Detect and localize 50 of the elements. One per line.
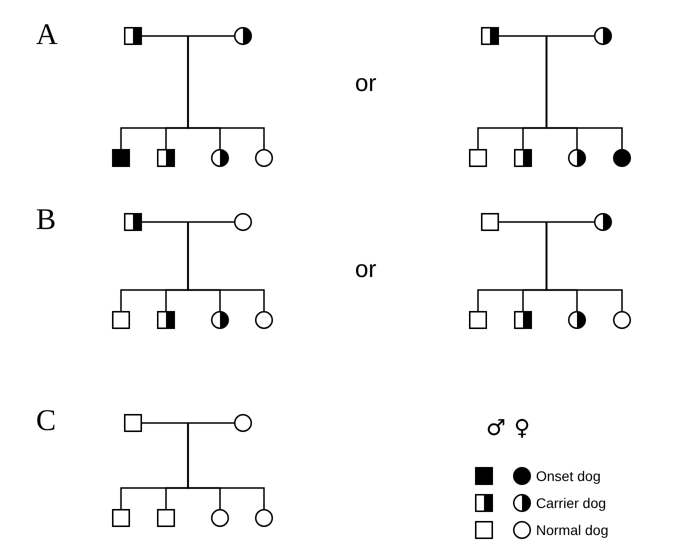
pedigree-line [142, 221, 234, 223]
male-symbol [112, 311, 130, 329]
female-symbol [255, 509, 273, 527]
pedigree-line [187, 423, 265, 509]
male-symbol [469, 311, 487, 329]
female-symbol [234, 213, 252, 231]
or-text: or [355, 258, 376, 282]
male-symbol [112, 509, 130, 527]
pedigree-line [546, 222, 623, 311]
female-symbol [613, 311, 631, 329]
male-symbol [112, 149, 130, 167]
male-symbol [469, 149, 487, 167]
pedigree-line [187, 36, 265, 149]
panel-letter: B [36, 205, 56, 235]
female-sign: ♀ [514, 418, 530, 440]
male-symbol [157, 311, 175, 329]
female-symbol [568, 311, 586, 329]
male-symbol [124, 414, 142, 432]
male-symbol [157, 149, 175, 167]
male-sign: ♂ [486, 418, 506, 440]
female-symbol [255, 149, 273, 167]
male-symbol [124, 27, 142, 45]
male-symbol [157, 509, 175, 527]
male-symbol [481, 213, 499, 231]
female-symbol [594, 213, 612, 231]
pedigree-line [499, 221, 594, 223]
pedigree-line [546, 36, 623, 149]
female-symbol [613, 149, 631, 167]
pedigree-line [499, 35, 594, 37]
pedigree-line [142, 35, 234, 37]
panel-letter: A [36, 20, 58, 50]
panel-letter: C [36, 406, 56, 436]
female-symbol [234, 414, 252, 432]
female-symbol [211, 509, 229, 527]
female-symbol [594, 27, 612, 45]
female-symbol [234, 27, 252, 45]
legend-label: Normal dog [536, 522, 608, 538]
legend-label: Carrier dog [536, 495, 606, 511]
pedigree-line [142, 422, 234, 424]
male-symbol [514, 149, 532, 167]
male-symbol [514, 311, 532, 329]
female-symbol [211, 149, 229, 167]
male-symbol [481, 27, 499, 45]
female-symbol [568, 149, 586, 167]
or-text: or [355, 72, 376, 96]
pedigree-line [187, 222, 265, 311]
female-symbol [211, 311, 229, 329]
female-symbol [255, 311, 273, 329]
male-symbol [124, 213, 142, 231]
legend-label: Onset dog [536, 468, 601, 484]
